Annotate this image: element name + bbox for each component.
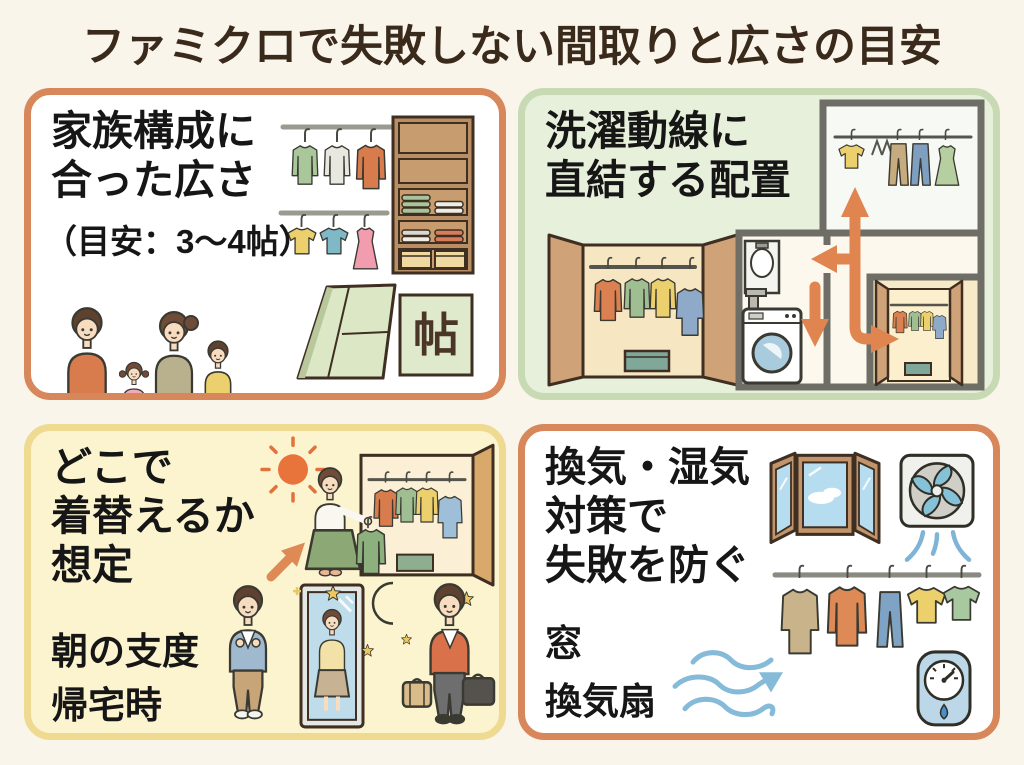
panel4-heading: 換気・湿気 対策で 失敗を防ぐ [545, 443, 750, 591]
person-choosing-clothes-icon [304, 467, 387, 577]
hanging-clothes-kids-icon [278, 210, 390, 270]
flow-arrows-icon [801, 187, 899, 353]
panel4-illustration [672, 451, 982, 727]
hygrometer-icon [916, 650, 972, 727]
panel3-illustration [228, 436, 496, 729]
panel3-heading-line3: 想定 [51, 542, 133, 589]
moon-icon [371, 581, 394, 625]
bag-icon [401, 678, 433, 708]
shelf-icon [391, 115, 475, 275]
panel4-heading-line1: 換気・湿気 [545, 444, 750, 490]
washing-machine-icon [741, 288, 803, 385]
panel-laundry-flow: 洗濯動線に 直結する配置 [518, 88, 1000, 400]
panel1-heading-line1: 家族構成に [51, 108, 256, 154]
father-figure [67, 307, 107, 393]
panel4-heading-line2: 対策で [545, 493, 668, 540]
panel3-label-return: 帰宅時 [51, 685, 162, 726]
panel1-heading: 家族構成に 合った広さ [51, 107, 256, 205]
daughter-figure [119, 361, 149, 393]
panel-ventilation: 換気・湿気 対策で 失敗を防ぐ 窓 換気扇 [518, 424, 1000, 740]
panel1-subheading: （目安：3〜4帖） [44, 223, 312, 260]
star-icon [401, 633, 412, 645]
fan-airflow-icon [904, 530, 972, 562]
bag-icon [461, 673, 496, 706]
panel-where-to-change: どこで 着替えるか 想定 朝の支度 帰宅時 [24, 424, 506, 740]
closet-room [866, 273, 985, 391]
panel4-label-window: 窓 [545, 623, 582, 664]
sparkle-icon [293, 587, 301, 596]
person-dressing-icon [228, 585, 268, 720]
panel2-heading-line2: 直結する配置 [545, 157, 791, 204]
family-icon [67, 307, 232, 393]
closet-icon [359, 443, 495, 587]
panel3-heading-line1: どこで [51, 444, 173, 490]
closet-icon [547, 233, 739, 387]
sink-icon [743, 239, 781, 295]
tatami-unit-label: 帖 [413, 309, 459, 361]
water-drop-icon [939, 703, 949, 720]
panel1-illustration: 帖 [67, 115, 475, 393]
folded-clothes-icon [401, 194, 464, 243]
person-with-bags-icon [401, 583, 496, 725]
exhaust-fan-icon [899, 453, 975, 562]
panel3-heading-line2: 着替えるか [51, 493, 255, 540]
hanging-clothes-icon [772, 564, 982, 655]
hanging-clothes-adult-icon [280, 124, 398, 190]
mirror-icon [293, 583, 365, 729]
wind-icon [672, 650, 783, 718]
page-title: ファミクロで失敗しない間取りと広さの目安 [82, 23, 942, 71]
floor-plan-icon [735, 99, 985, 391]
up-arrow-icon [266, 542, 305, 582]
panel-family-size: 家族構成に 合った広さ （目安：3〜4帖） [24, 88, 506, 400]
panel4-heading-line3: 失敗を防ぐ [545, 542, 750, 589]
storage-box-icon [400, 250, 466, 269]
window-icon [769, 451, 881, 544]
panel2-heading-line1: 洗濯動線に [545, 108, 750, 154]
panel1-heading-line2: 合った広さ [51, 157, 256, 204]
panel4-label-fan: 換気扇 [545, 681, 656, 722]
panel3-label-morning: 朝の支度 [51, 631, 199, 672]
tatami-icon: 帖 [296, 283, 474, 380]
mirror-reflection [313, 608, 351, 711]
sun-icon [260, 436, 326, 503]
panel2-heading: 洗濯動線に 直結する配置 [545, 107, 791, 205]
panel3-heading: どこで 着替えるか 想定 [51, 443, 255, 591]
panel2-illustration [547, 99, 985, 391]
son-figure [204, 340, 232, 393]
